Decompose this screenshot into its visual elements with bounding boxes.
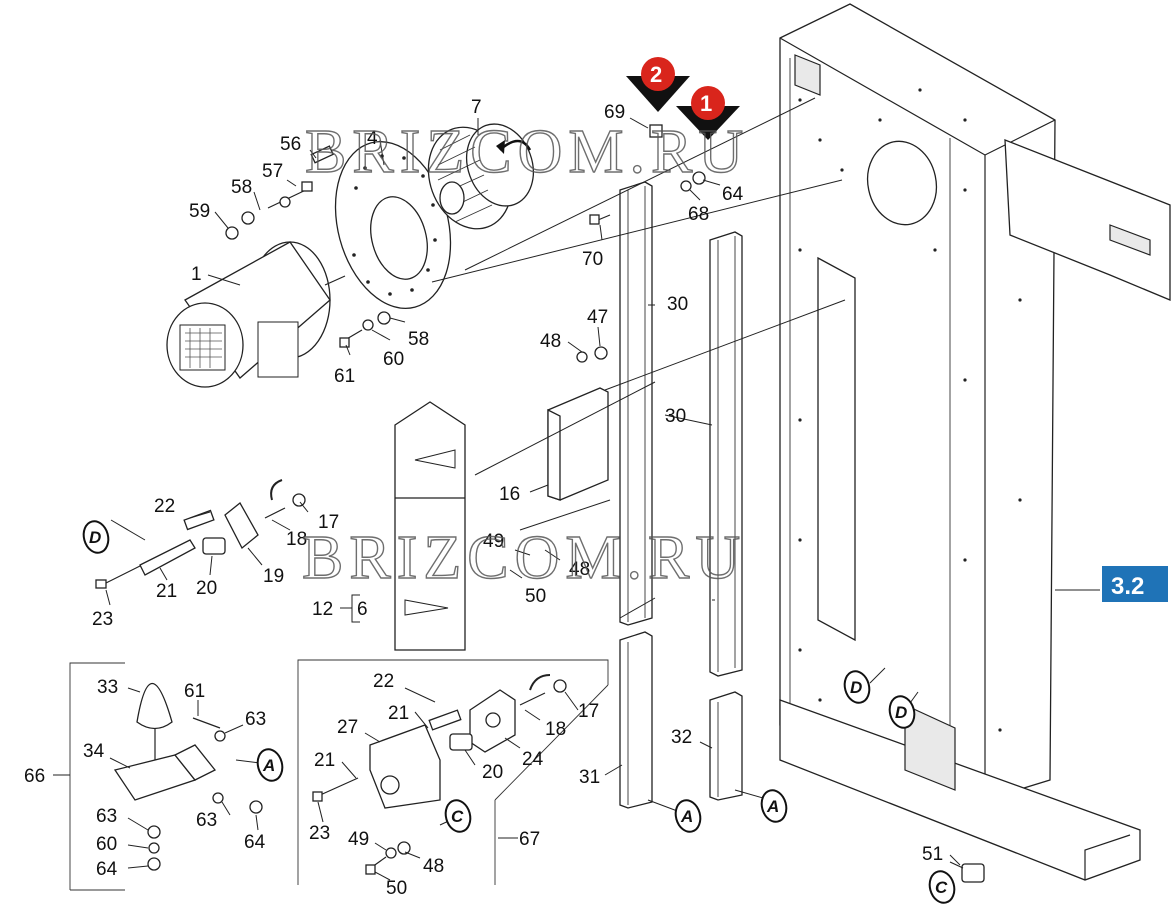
- part-number: 30: [667, 294, 688, 315]
- svg-text:1: 1: [700, 91, 712, 116]
- step-markers: 2 1: [626, 57, 740, 140]
- part-number: 19: [263, 566, 284, 587]
- part-number: 50: [386, 878, 407, 899]
- part-labels: 1 4 7 56 57 58 59 58 60 61 69 68 64 70 3…: [24, 97, 943, 899]
- connector-tag-c: C: [928, 870, 956, 904]
- part-number: 61: [184, 681, 205, 702]
- step-marker-1: 1: [676, 86, 740, 140]
- connector-tag-a: A: [760, 789, 788, 823]
- part-number: 27: [337, 717, 358, 738]
- svg-text:A: A: [680, 807, 693, 826]
- part-number: 18: [286, 529, 307, 550]
- part-number: 68: [688, 204, 709, 225]
- connector-tag-a: A: [674, 799, 702, 833]
- connector-tag-c: C: [444, 799, 472, 833]
- connector-tags: D D D A A A C C: [82, 520, 956, 904]
- part-number: 17: [578, 701, 599, 722]
- svg-text:C: C: [935, 878, 948, 897]
- connector-tag-d: D: [843, 670, 871, 704]
- part-number: 64: [722, 184, 744, 205]
- part-number: 49: [483, 531, 504, 552]
- part-number: 21: [156, 581, 177, 602]
- part-number: 48: [423, 856, 444, 877]
- part-number: 64: [244, 832, 266, 853]
- svg-text:D: D: [850, 678, 862, 697]
- part-number: 23: [92, 609, 113, 630]
- reference-badge[interactable]: 3.2: [1102, 566, 1168, 602]
- part-number: 30: [665, 406, 686, 427]
- part-number: 48: [569, 559, 590, 580]
- watermark-middle: BRIZCOM.RU: [302, 524, 746, 592]
- part-number: 47: [587, 307, 608, 328]
- part-number: 50: [525, 586, 546, 607]
- part-number: 4: [367, 128, 378, 149]
- part-number: 58: [408, 329, 429, 350]
- part-number: 16: [499, 484, 520, 505]
- part-number: 69: [604, 102, 625, 123]
- part-number: 22: [373, 671, 394, 692]
- part-number: 67: [519, 829, 540, 850]
- connector-tag-d: D: [888, 695, 916, 729]
- guide-rails: [619, 181, 743, 809]
- housing-frame: [779, 3, 1171, 881]
- part-number: 21: [314, 750, 335, 771]
- part-number: 6: [357, 599, 368, 620]
- fan-impeller: [427, 123, 534, 230]
- svg-text:A: A: [262, 756, 275, 775]
- part-number: 31: [579, 767, 600, 788]
- part-number: 20: [196, 578, 217, 599]
- part-number: 63: [245, 709, 266, 730]
- svg-text:D: D: [895, 703, 907, 722]
- part-number: 56: [280, 134, 301, 155]
- part-number: 32: [671, 727, 692, 748]
- part-number: 60: [383, 349, 404, 370]
- fasteners: [225, 124, 706, 363]
- part-number: 7: [471, 97, 482, 118]
- part-number: 1: [191, 264, 202, 285]
- cone-bracket-group: [69, 662, 263, 891]
- part-number: 34: [83, 741, 105, 762]
- motor-assembly: [166, 241, 346, 388]
- leader-lines: [53, 97, 1100, 881]
- part-number: 23: [309, 823, 330, 844]
- part-number: 57: [262, 161, 283, 182]
- svg-text:A: A: [766, 797, 779, 816]
- part-number: 58: [231, 177, 252, 198]
- part-number: 48: [540, 331, 561, 352]
- step-marker-2: 2: [626, 57, 690, 112]
- fitting-51: [949, 861, 985, 883]
- part-number: 20: [482, 762, 503, 783]
- part-number: 22: [154, 496, 175, 517]
- part-number: 59: [189, 201, 210, 222]
- valve-assembly-upper: [95, 479, 306, 589]
- watermark-top: BRIZCOM.RU: [305, 118, 749, 186]
- connector-tag-d: D: [82, 520, 110, 554]
- svg-text:2: 2: [650, 62, 662, 87]
- part-number: 60: [96, 834, 117, 855]
- part-number: 64: [96, 859, 118, 880]
- svg-text:D: D: [89, 528, 101, 547]
- part-number: 17: [318, 512, 339, 533]
- svg-text:C: C: [451, 807, 464, 826]
- connector-tag-a: A: [256, 748, 284, 782]
- part-number: 18: [545, 719, 566, 740]
- valve-assembly-lower-group: [297, 659, 609, 885]
- part-number: 66: [24, 766, 45, 787]
- label-plate: [394, 401, 466, 651]
- part-number: 61: [334, 366, 355, 387]
- part-number: 63: [196, 810, 217, 831]
- part-number: 51: [922, 844, 943, 865]
- part-number: 21: [388, 703, 409, 724]
- part-number: 12: [312, 599, 333, 620]
- part-number: 70: [582, 249, 603, 270]
- part-number: 24: [522, 749, 544, 770]
- part-number: 49: [348, 829, 369, 850]
- part-number: 63: [96, 806, 117, 827]
- reference-label: 3.2: [1111, 573, 1144, 600]
- part-number: 33: [97, 677, 118, 698]
- bracket: [547, 387, 609, 501]
